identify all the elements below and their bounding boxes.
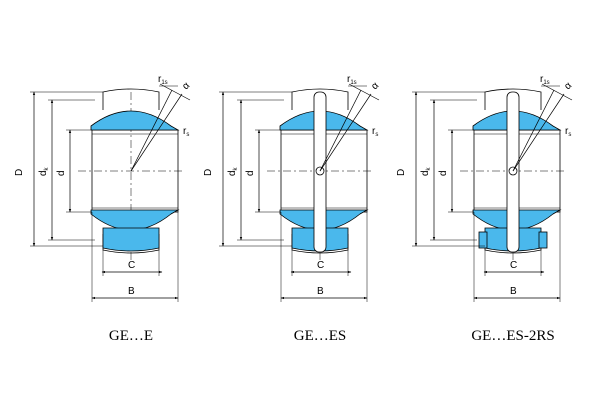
- label-dk: dk: [227, 166, 239, 176]
- label-D: D: [203, 169, 214, 176]
- caption-ge-e: GE…E: [108, 328, 154, 344]
- angle-line-1: [512, 89, 555, 172]
- label-alpha: α: [562, 80, 574, 92]
- caption-ge-es: GE…ES: [293, 328, 347, 344]
- bottom-outer-ring-section: [102, 227, 160, 252]
- alpha-leader: [159, 83, 191, 101]
- bottom-ring-section: [90, 209, 180, 231]
- label-C: C: [317, 260, 324, 271]
- label-r1s: r1s: [347, 74, 357, 86]
- outer-ring-top-edge: [102, 88, 160, 110]
- label-dk: dk: [38, 166, 50, 176]
- angle-line-1: [319, 89, 362, 172]
- label-B: B: [128, 286, 135, 297]
- label-B: B: [510, 286, 517, 297]
- top-ring-section: [90, 110, 180, 131]
- caption-ge-es-2rs: GE…ES-2RS: [471, 328, 555, 344]
- seal-left: [478, 231, 488, 249]
- outer-ring-top-edge: [484, 88, 542, 110]
- seal-right: [538, 231, 548, 249]
- label-dk: dk: [420, 166, 432, 176]
- label-D: D: [396, 169, 407, 176]
- alpha-leader: [541, 83, 573, 101]
- angle-line-1: [130, 89, 173, 172]
- label-D: D: [14, 169, 25, 176]
- angle-line-2: [130, 93, 183, 172]
- label-B: B: [317, 286, 324, 297]
- label-rs: rs: [565, 126, 571, 138]
- label-rs: rs: [372, 126, 378, 138]
- label-rs: rs: [183, 126, 189, 138]
- label-C: C: [510, 260, 517, 271]
- label-d: d: [245, 170, 256, 176]
- label-C: C: [128, 260, 135, 271]
- label-alpha: α: [180, 80, 192, 92]
- alpha-leader: [348, 83, 380, 101]
- outer-ring-top-edge: [291, 88, 349, 110]
- label-alpha: α: [369, 80, 381, 92]
- angle-line-2: [319, 93, 372, 172]
- angle-line-2: [512, 93, 565, 172]
- label-r1s: r1s: [540, 74, 550, 86]
- label-d: d: [438, 170, 449, 176]
- label-r1s: r1s: [158, 74, 168, 86]
- label-d: d: [56, 170, 67, 176]
